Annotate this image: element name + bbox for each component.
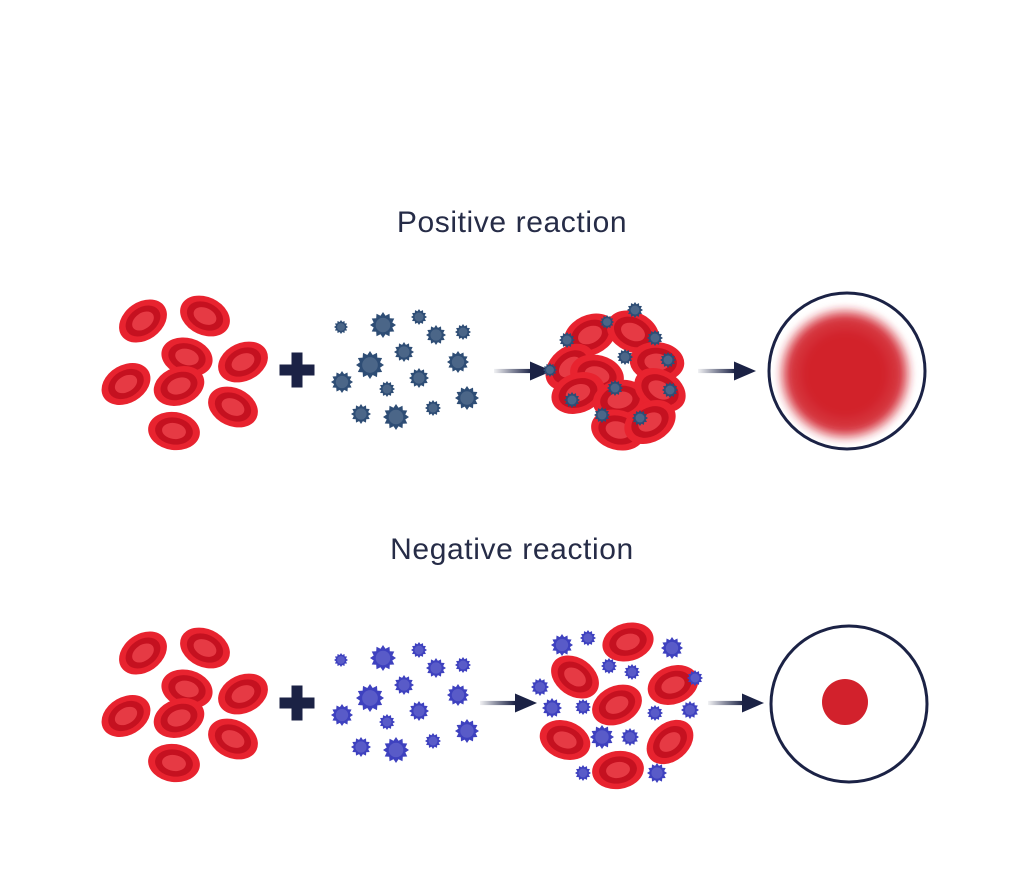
settled-cell-dot	[822, 679, 868, 725]
negative-reaction-title: Negative reaction	[390, 533, 634, 566]
negative-result-well	[769, 624, 929, 784]
rbc-group-negative	[94, 620, 275, 786]
plus-icon	[279, 352, 315, 388]
rbc-group-positive	[94, 288, 275, 454]
diffuse-agglutination-blob	[776, 305, 914, 443]
plus-icon	[279, 685, 315, 721]
antibody-group-negative	[331, 642, 479, 763]
arrow-right-icon	[698, 361, 756, 381]
positive-reaction-title: Positive reaction	[397, 206, 627, 239]
arrow-right-icon	[494, 361, 552, 381]
arrow-right-icon	[480, 693, 537, 713]
non-agglutinated-mixture	[531, 616, 704, 793]
agglutinated-cluster	[536, 302, 694, 457]
arrow-right-icon	[708, 693, 764, 713]
antibody-group-positive	[331, 309, 479, 430]
positive-result-well	[767, 291, 927, 451]
agglutinated-rbcs	[536, 302, 694, 457]
